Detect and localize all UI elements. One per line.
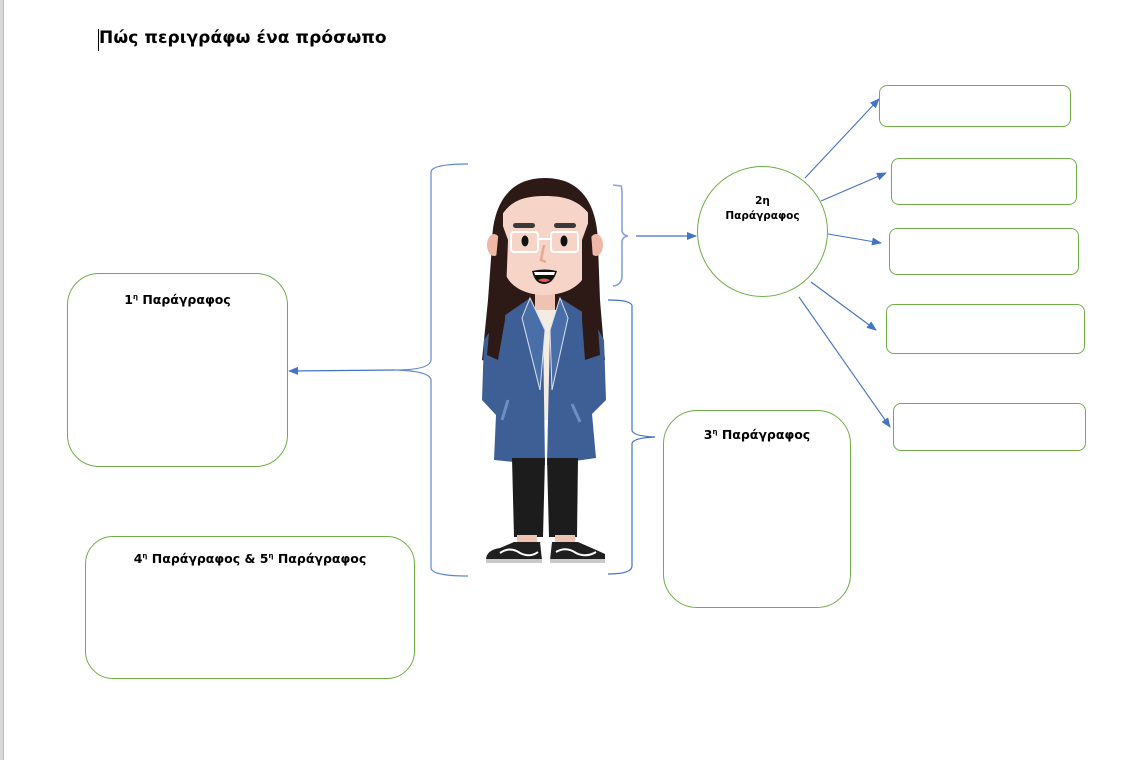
paragraph-3-text: Παράγραφος — [721, 427, 811, 442]
person-illustration — [482, 178, 606, 563]
paragraph-2-circle[interactable]: 2η Παράγραφος — [697, 166, 828, 297]
page-margin — [0, 0, 4, 760]
paragraph-1-box[interactable]: 1η Παράγραφος — [67, 273, 288, 467]
ordinal-suffix: η — [142, 552, 148, 560]
paragraph-2-number: 2η — [755, 195, 770, 207]
feature-box-1[interactable] — [879, 85, 1071, 127]
paragraph-1-text: Παράγραφος — [142, 292, 231, 307]
paragraph-5-text: Παράγραφος — [277, 551, 367, 566]
paragraph-4-text: Παράγραφος & — [151, 551, 256, 566]
ordinal-suffix: η — [268, 552, 274, 560]
arrow-to-feature-4 — [810, 281, 877, 331]
feature-box-5[interactable] — [893, 403, 1086, 451]
paragraph-2-text: Παράγραφος — [725, 210, 800, 222]
arrow-to-feature-2 — [820, 172, 887, 202]
head-brace — [612, 184, 629, 287]
feature-box-4[interactable] — [886, 304, 1085, 354]
paragraph-4-number: 4 — [133, 551, 143, 566]
left-brace — [394, 163, 469, 577]
paragraph-4-5-label: 4η Παράγραφος & 5η Παράγραφος — [86, 551, 414, 566]
paragraph-3-label: 3η Παράγραφος — [664, 427, 850, 442]
ordinal-suffix: η — [712, 428, 718, 436]
feature-box-2[interactable] — [891, 158, 1077, 205]
arrow-to-feature-5 — [798, 296, 891, 428]
arrow-to-feature-1 — [804, 98, 880, 179]
body-brace — [607, 299, 656, 575]
paragraph-3-number: 3 — [703, 427, 713, 442]
feature-box-3[interactable] — [889, 228, 1079, 275]
paragraph-5-number: 5 — [259, 551, 269, 566]
arrow-to-paragraph-1 — [288, 366, 396, 375]
paragraph-1-label: 1η Παράγραφος — [68, 292, 287, 307]
paragraph-2-label: 2η Παράγραφος — [698, 194, 827, 224]
paragraph-1-number: 1 — [124, 292, 133, 307]
paragraph-4-5-box[interactable]: 4η Παράγραφος & 5η Παράγραφος — [85, 536, 415, 679]
text-cursor — [98, 29, 99, 51]
paragraph-3-box[interactable]: 3η Παράγραφος — [663, 410, 851, 608]
ordinal-suffix: η — [132, 293, 138, 301]
arrow-to-feature-3 — [827, 233, 882, 246]
page-title[interactable]: Πώς περιγράφω ένα πρόσωπο — [99, 28, 387, 48]
